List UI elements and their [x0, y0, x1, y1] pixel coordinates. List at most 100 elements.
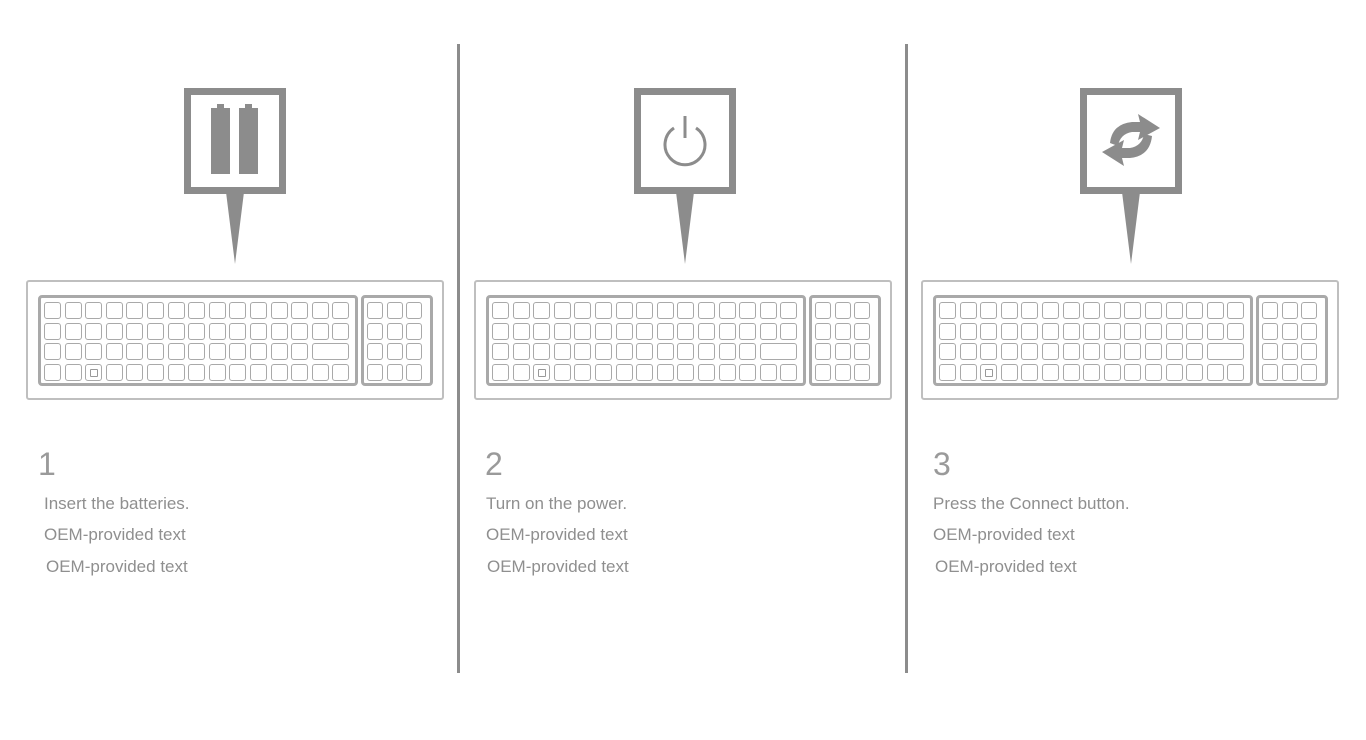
key [939, 322, 956, 340]
key [759, 364, 777, 382]
key [533, 322, 551, 340]
step-instruction: Press the Connect button. [933, 494, 1130, 513]
key [718, 302, 736, 319]
key-row [492, 364, 800, 382]
key [1301, 322, 1318, 340]
key [815, 364, 831, 382]
key [146, 343, 164, 361]
key [854, 364, 871, 382]
key [126, 343, 144, 361]
key [1262, 322, 1278, 340]
key [167, 343, 185, 361]
oem-text-1: OEM-provided text [44, 525, 186, 544]
key [64, 343, 82, 361]
key [1144, 364, 1162, 382]
key [406, 343, 423, 361]
key [815, 322, 831, 340]
key [1227, 364, 1245, 382]
step-number: 3 [933, 446, 951, 482]
key [492, 302, 509, 319]
key [406, 322, 423, 340]
key [1165, 322, 1183, 340]
key [1021, 343, 1039, 361]
key [959, 322, 977, 340]
key [1186, 364, 1204, 382]
key-row [367, 364, 427, 382]
step-instruction: Insert the batteries. [44, 494, 190, 513]
connect-pin [1080, 88, 1182, 264]
key [126, 302, 144, 319]
key [311, 364, 329, 382]
oem-text-1: OEM-provided text [933, 525, 1075, 544]
key [1083, 302, 1101, 319]
key-row [815, 302, 875, 319]
key [718, 322, 736, 340]
key [1041, 322, 1059, 340]
key [677, 364, 695, 382]
key [249, 343, 267, 361]
oem-text-2: OEM-provided text [46, 557, 188, 576]
key [854, 322, 871, 340]
key [574, 302, 592, 319]
key [367, 343, 383, 361]
key [1227, 322, 1245, 340]
key [512, 343, 530, 361]
key [1165, 364, 1183, 382]
key [615, 364, 633, 382]
oem-text-2: OEM-provided text [487, 557, 629, 576]
key [533, 343, 551, 361]
key [636, 302, 654, 319]
key [939, 302, 956, 319]
key-row [44, 302, 352, 319]
key [834, 343, 851, 361]
oem-text-1: OEM-provided text [486, 525, 628, 544]
key [512, 302, 530, 319]
key [854, 343, 871, 361]
step-1-panel: 1 Insert the batteries. OEM-provided tex… [0, 0, 448, 740]
key [656, 364, 674, 382]
key [1281, 364, 1298, 382]
battery-icon [211, 104, 258, 174]
step-number: 2 [485, 446, 503, 482]
key [1103, 322, 1121, 340]
key [1186, 322, 1204, 340]
key [1206, 364, 1224, 382]
key [718, 343, 736, 361]
key-row [815, 364, 875, 382]
key [167, 302, 185, 319]
key-row [939, 343, 1247, 361]
step-instruction: Turn on the power. [486, 494, 628, 513]
key [594, 302, 612, 319]
key [1281, 302, 1298, 319]
key [126, 322, 144, 340]
key [367, 322, 383, 340]
key-row [367, 343, 427, 361]
key [553, 302, 571, 319]
key [1041, 302, 1059, 319]
key [574, 364, 592, 382]
key [834, 364, 851, 382]
key [1062, 302, 1080, 319]
windows-key [533, 364, 551, 382]
keyboard-illustration [474, 280, 892, 400]
key [815, 302, 831, 319]
key [332, 364, 350, 382]
key [1206, 343, 1244, 361]
key [697, 364, 715, 382]
key [739, 343, 757, 361]
key [1000, 343, 1018, 361]
key [615, 322, 633, 340]
key-row [939, 322, 1247, 340]
battery-pin [184, 88, 286, 264]
key [594, 343, 612, 361]
windows-key [980, 364, 998, 382]
key [1124, 322, 1142, 340]
key [105, 364, 123, 382]
key [406, 302, 423, 319]
key [311, 302, 329, 319]
key [677, 343, 695, 361]
key [677, 322, 695, 340]
key [656, 302, 674, 319]
key [1083, 322, 1101, 340]
key [44, 322, 61, 340]
